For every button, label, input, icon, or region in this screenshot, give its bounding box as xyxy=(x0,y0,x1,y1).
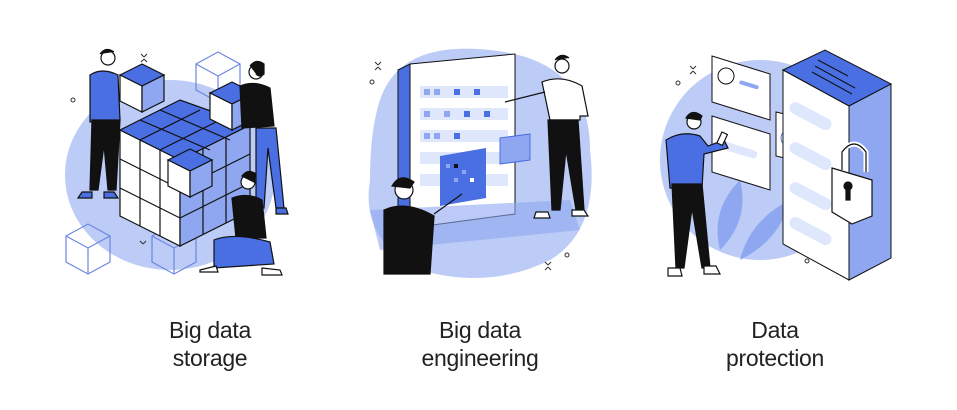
caption-line-2: storage xyxy=(172,345,248,371)
caption-line-2: engineering xyxy=(421,345,539,371)
person-with-phone xyxy=(665,111,729,277)
caption-big-data-engineering: Big data engineering xyxy=(380,316,580,372)
person-sitting xyxy=(383,177,463,275)
big-data-storage-illustration xyxy=(65,48,289,276)
caption-big-data-storage: Big data storage xyxy=(80,316,340,372)
caption-line-1: Big data xyxy=(439,317,521,343)
person-standing xyxy=(504,54,590,219)
caption-line-1: Data xyxy=(751,317,799,343)
person-left xyxy=(76,48,121,199)
panel-big-data-storage: Big data storage xyxy=(40,0,320,410)
caption-data-protection: Data protection xyxy=(675,316,875,372)
panel-data-protection: Data protection xyxy=(640,0,940,410)
caption-line-1: Big data xyxy=(169,317,251,343)
caption-line-2: protection xyxy=(725,345,824,371)
person-right xyxy=(239,60,289,215)
big-data-engineering-illustration xyxy=(368,48,592,278)
padlock-icon xyxy=(831,141,873,225)
person-kneeling xyxy=(199,170,283,276)
panel-big-data-engineering: Big data engineering xyxy=(340,0,620,410)
data-protection-illustration xyxy=(660,49,893,281)
